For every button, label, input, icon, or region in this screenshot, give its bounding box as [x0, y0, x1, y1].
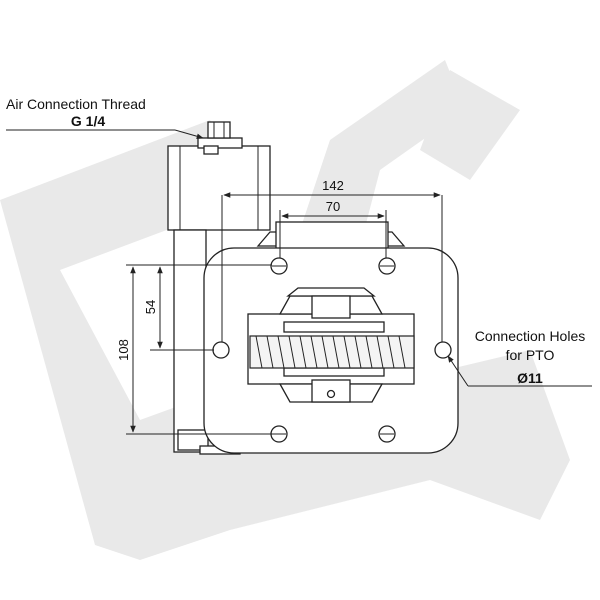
gear-tooth	[376, 335, 384, 369]
bolt-hole-top-left	[270, 257, 288, 275]
mounting-holes	[212, 257, 452, 443]
dimension-height-inner-label: 54	[143, 300, 158, 314]
pto-diameter-label: Ø11	[517, 370, 543, 386]
dimension-width-inner: 70	[279, 199, 387, 258]
gear-tooth	[277, 335, 285, 369]
gear-tooth	[310, 335, 318, 369]
pto-label-line1: Connection Holes	[475, 328, 586, 344]
gear-tooth	[365, 335, 373, 369]
air-connection-callout: Air Connection Thread G 1/4	[6, 96, 204, 139]
dimension-width-inner-label: 70	[326, 199, 340, 214]
pto-label-line2: for PTO	[506, 347, 555, 363]
gear-tooth	[255, 335, 263, 369]
gear-tooth	[398, 335, 406, 369]
gear-tooth	[354, 335, 362, 369]
gear-teeth-lines	[255, 335, 406, 369]
gear-tooth	[387, 335, 395, 369]
dimension-height-outer-label: 108	[116, 339, 131, 361]
dimension-width-outer: 142	[221, 178, 443, 342]
air-fitting	[197, 121, 243, 155]
gear-tooth	[332, 335, 340, 369]
bolt-hole-bottom-left	[270, 425, 288, 443]
top-housing	[256, 221, 406, 251]
gear-tooth	[266, 335, 274, 369]
gear-assembly	[247, 287, 415, 403]
bolt-hole-bottom-right	[378, 425, 396, 443]
bolt-hole-top-right	[378, 257, 396, 275]
air-connection-title: Air Connection Thread	[6, 96, 146, 112]
gear-tooth	[343, 335, 351, 369]
dimension-height-inner: 54	[143, 266, 214, 351]
pto-hole-left	[212, 341, 230, 359]
pto-hole-right	[434, 341, 452, 359]
pto-holes-callout: Connection Holes for PTO Ø11	[447, 328, 592, 387]
dimension-width-outer-label: 142	[322, 178, 344, 193]
gear-tooth	[321, 335, 329, 369]
gear-teeth	[249, 335, 415, 369]
air-connection-value: G 1/4	[71, 113, 105, 129]
gear-tooth	[299, 335, 307, 369]
gear-tooth	[288, 335, 296, 369]
dimension-height-outer: 108	[116, 264, 272, 435]
